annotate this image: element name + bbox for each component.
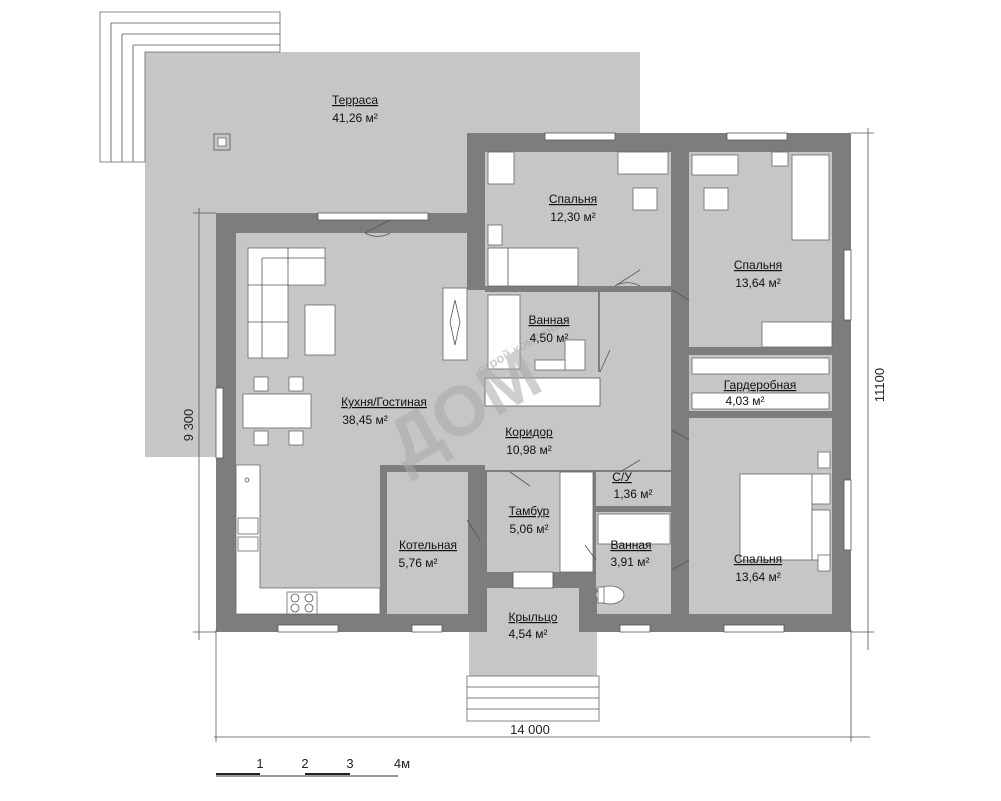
dimension-height-right: 11100: [851, 128, 887, 650]
room-label-bedroom-1: Спальня 12,30 м²: [549, 192, 597, 224]
room-name-bath-1: Ванная: [528, 313, 569, 327]
room-area-vestibule: 5,06 м²: [510, 522, 549, 536]
room-name-kitchen: Кухня/Гостиная: [341, 395, 427, 409]
room-name-corridor: Коридор: [505, 425, 553, 439]
room-name-porch: Крыльцо: [509, 610, 558, 624]
room-name-bedroom-1: Спальня: [549, 192, 597, 206]
scale-bar: 1 2 3 4м: [216, 756, 410, 777]
doors: [364, 219, 690, 571]
room-label-wc: С/У 1,36 м²: [612, 470, 652, 501]
room-name-bath-2: Ванная: [610, 538, 651, 552]
scale-label-4: 4м: [394, 756, 410, 771]
room-area-wardrobe: 4,03 м²: [726, 394, 765, 408]
windows: [215, 132, 852, 633]
room-name-vestibule: Тамбур: [509, 504, 550, 518]
room-area-bedroom-2: 13,64 м²: [735, 276, 781, 290]
dimension-height-left-label: 9 300: [181, 409, 196, 442]
room-name-wardrobe: Гардеробная: [724, 378, 797, 392]
room-area-bedroom-3: 13,64 м²: [735, 570, 781, 584]
dimension-width-label: 14 000: [510, 722, 550, 737]
rooms: [236, 152, 832, 718]
room-label-bedroom-3: Спальня 13,64 м²: [734, 552, 782, 584]
room-area-terrace: 41,26 м²: [332, 111, 378, 125]
room-area-bath-1: 4,50 м²: [530, 331, 569, 345]
dimension-height-left: 9 300: [181, 208, 216, 640]
room-label-kitchen: Кухня/Гостиная 38,45 м²: [341, 395, 427, 427]
room-area-porch: 4,54 м²: [509, 627, 548, 641]
room-name-boiler: Котельная: [399, 538, 457, 552]
room-name-bedroom-3: Спальня: [734, 552, 782, 566]
scale-label-2: 2: [301, 756, 308, 771]
room-label-wardrobe: Гардеробная 4,03 м²: [724, 378, 797, 408]
room-labels: Терраса 41,26 м² Спальня 12,30 м² Спальн…: [332, 93, 796, 641]
furniture: [235, 151, 833, 722]
room-area-wc: 1,36 м²: [614, 487, 653, 501]
room-area-bath-2: 3,91 м²: [611, 555, 650, 569]
room-area-kitchen: 38,45 м²: [342, 413, 388, 427]
room-label-porch: Крыльцо 4,54 м²: [509, 610, 558, 641]
room-label-bath-2: Ванная 3,91 м²: [610, 538, 651, 569]
room-label-vestibule: Тамбур 5,06 м²: [509, 504, 550, 536]
scale-label-1: 1: [256, 756, 263, 771]
room-label-bath-1: Ванная 4,50 м²: [528, 313, 569, 345]
room-label-corridor: Коридор 10,98 м²: [505, 425, 553, 457]
room-area-boiler: 5,76 м²: [399, 556, 438, 570]
dimension-height-right-label: 11100: [872, 368, 887, 402]
scale-label-3: 3: [346, 756, 353, 771]
terrace-steps: [99, 11, 281, 163]
terrace-post: [213, 133, 231, 151]
room-name-bedroom-2: Спальня: [734, 258, 782, 272]
room-label-terrace: Терраса 41,26 м²: [332, 93, 378, 125]
dimension-width: 14 000: [214, 630, 870, 742]
room-area-corridor: 10,98 м²: [506, 443, 552, 457]
room-area-bedroom-1: 12,30 м²: [550, 210, 596, 224]
room-name-terrace: Терраса: [332, 93, 378, 107]
room-label-boiler: Котельная 5,76 м²: [399, 538, 458, 570]
terrace-area: [99, 11, 640, 457]
room-name-wc: С/У: [612, 470, 632, 484]
room-label-bedroom-2: Спальня 13,64 м²: [734, 258, 782, 290]
